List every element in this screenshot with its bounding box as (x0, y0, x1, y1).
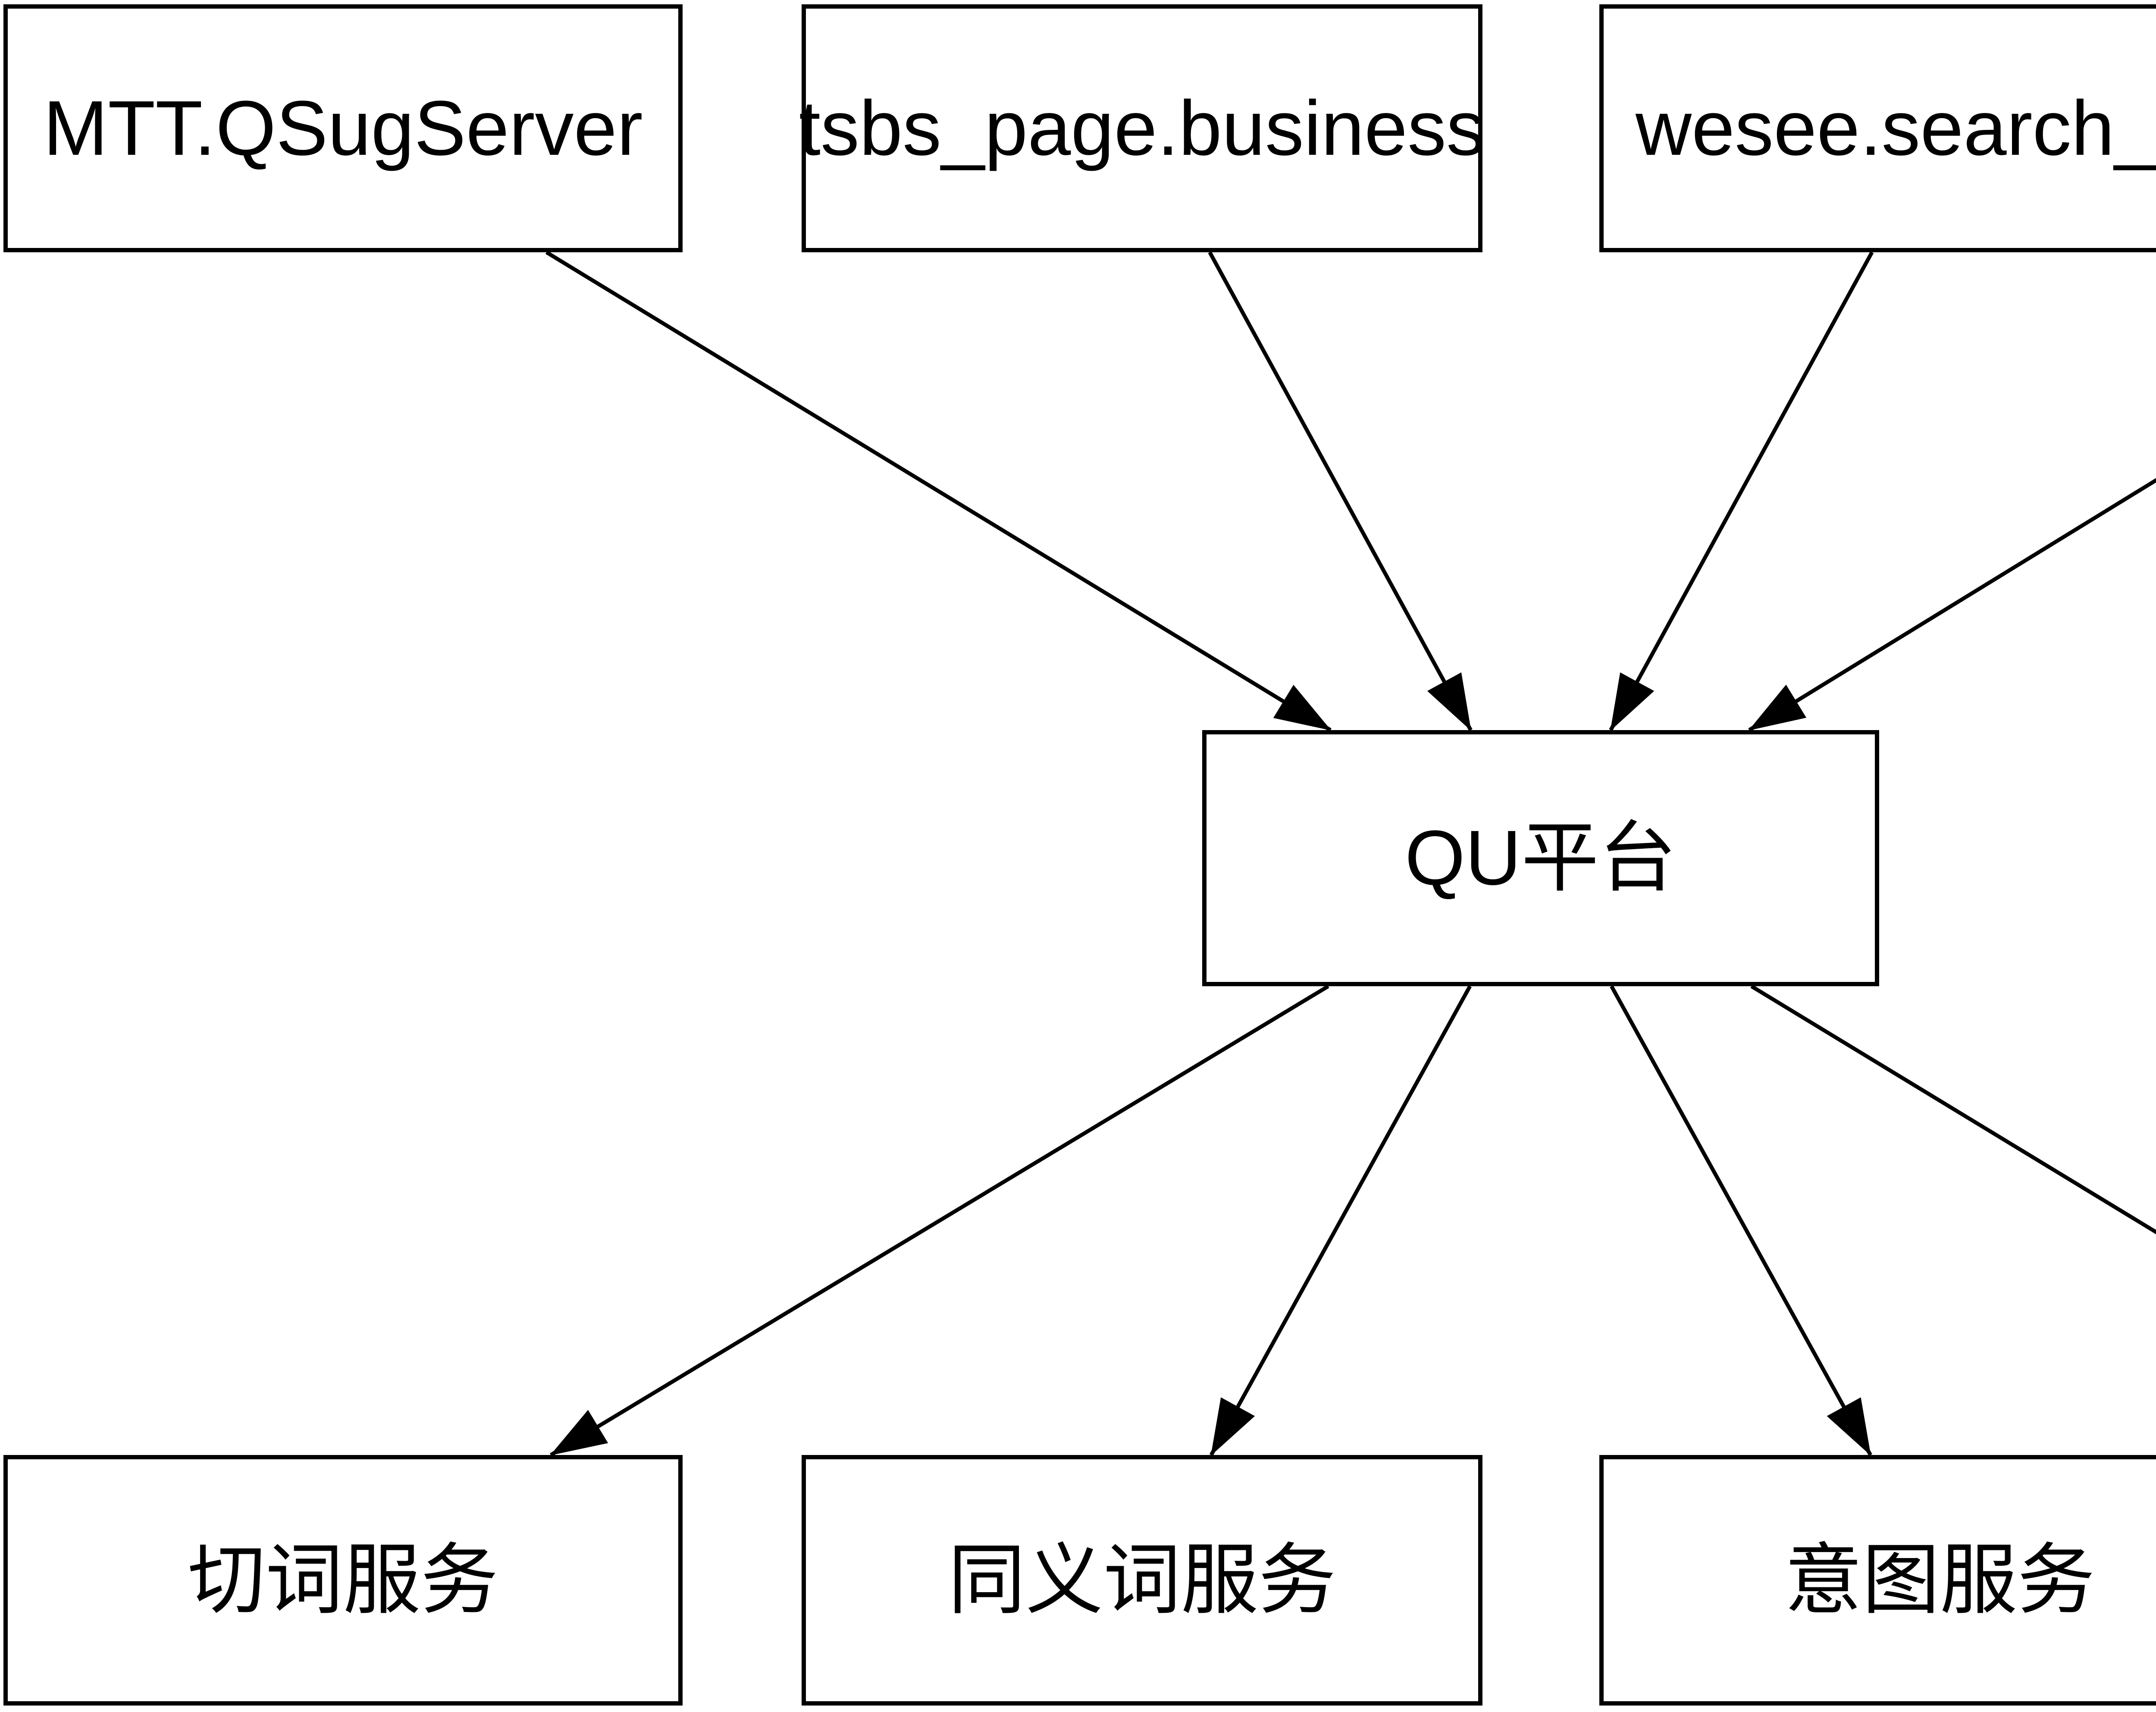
edge-arrow-qu-to-qieci (550, 985, 1329, 1457)
node-label: 切词服务 (188, 1536, 498, 1624)
edge-arrow-top-more-to-qu (1748, 478, 2156, 732)
edge-arrow-wesee-to-qu (1609, 251, 1874, 731)
node-word-segmentation-service: 切词服务 (3, 1455, 683, 1706)
node-tsbs-page-business: tsbs_page.business (799, 4, 1485, 252)
node-qu-platform: QU平台 (1202, 730, 1879, 986)
node-wesee-search-qa: wesee.search_qa (1599, 4, 2156, 252)
node-label: tsbs_page.business (799, 85, 1485, 172)
edge-arrow-qu-to-bottom-more (1750, 985, 2156, 1235)
edge-arrow-tsbs-to-qu (1208, 251, 1473, 731)
node-synonym-service: 同义词服务 (802, 1455, 1482, 1706)
edge-arrow-qu-to-yitu (1610, 985, 1872, 1456)
node-intent-service: 意图服务 (1599, 1455, 2156, 1706)
node-label: QU平台 (1404, 815, 1677, 901)
node-label: wesee.search_qa (1636, 85, 2156, 172)
node-label: MTT.QSugServer (43, 85, 643, 172)
node-mtt-qsugserver: MTT.QSugServer (3, 4, 683, 252)
edge-arrow-qu-to-tongyici (1209, 985, 1472, 1456)
node-label: 同义词服务 (948, 1536, 1336, 1624)
node-label: 意图服务 (1784, 1536, 2095, 1624)
edge-arrow-mtt-to-qu (545, 251, 1332, 732)
